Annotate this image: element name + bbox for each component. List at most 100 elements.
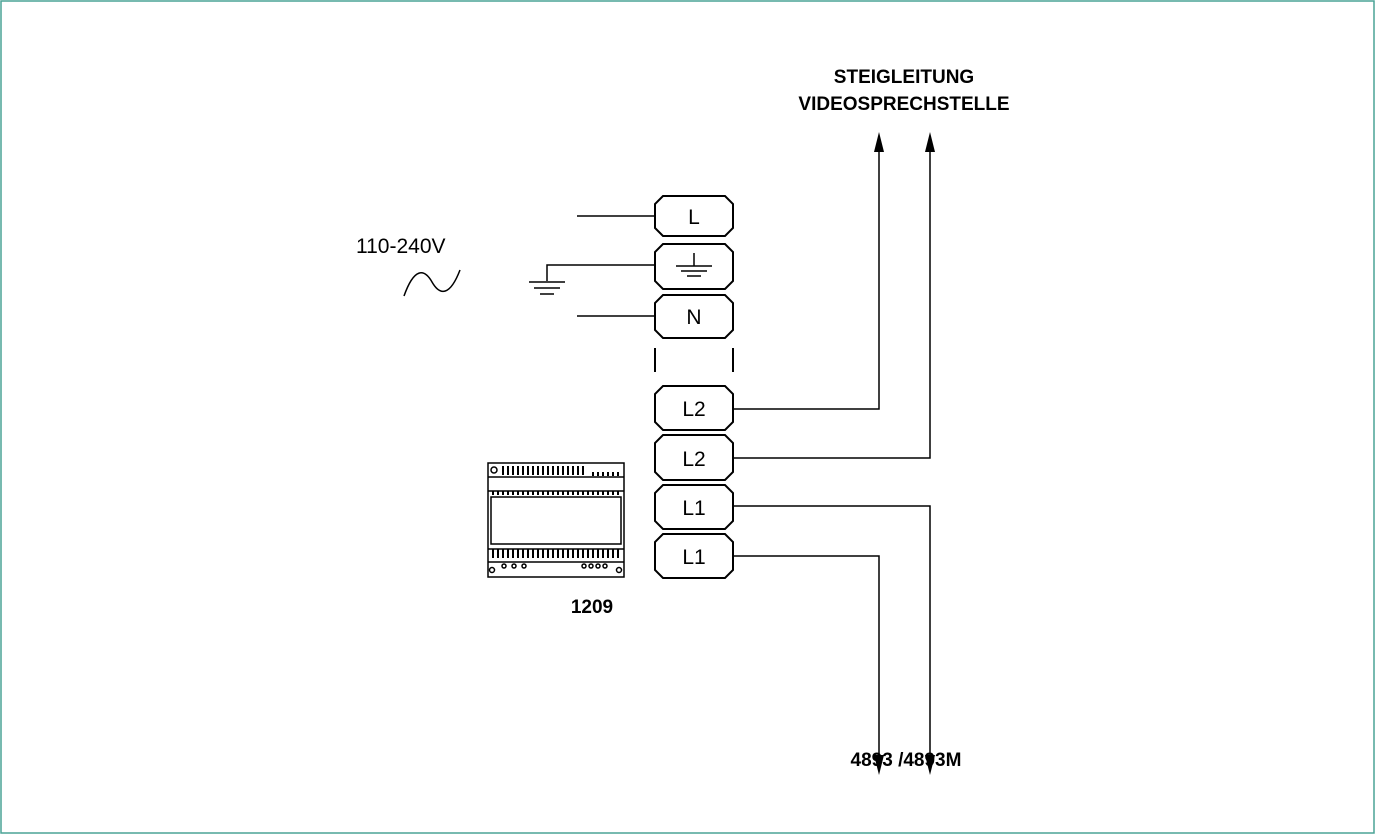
device-pin — [562, 549, 564, 553]
arrow-up-icon — [874, 132, 884, 152]
device-pin — [572, 491, 574, 495]
device-pin — [612, 553, 614, 558]
ac-sine-icon — [403, 269, 461, 297]
device-label: 1209 — [571, 597, 613, 618]
device-pin — [582, 549, 584, 553]
device-pin — [597, 553, 599, 558]
device-pin — [517, 553, 519, 558]
device-pin — [512, 466, 514, 475]
device-pin — [492, 553, 494, 558]
device-terminal-pins — [492, 466, 619, 558]
device-pin — [607, 491, 609, 495]
terminal-label-L1-a: L1 — [682, 497, 705, 520]
device-pin — [537, 491, 539, 495]
device-pin — [617, 549, 619, 553]
device-pin — [552, 549, 554, 553]
device-pin — [507, 553, 509, 558]
device-pin — [557, 466, 559, 475]
device-pin — [552, 491, 554, 495]
device-pin — [592, 549, 594, 553]
top-label-line2: VIDEOSPRECHSTELLE — [798, 94, 1009, 115]
terminal-L — [654, 195, 734, 237]
device-pin — [542, 553, 544, 558]
device-pin — [597, 549, 599, 553]
arrow-up-icon — [925, 132, 935, 152]
device-pin — [562, 553, 564, 558]
device-pin — [532, 491, 534, 495]
device-pin — [527, 553, 529, 558]
device-pin — [577, 491, 579, 495]
device-pin — [572, 553, 574, 558]
device-pin — [607, 549, 609, 553]
device-pin — [587, 553, 589, 558]
device-pin — [507, 491, 509, 495]
device-pin — [577, 466, 579, 475]
device-pin — [547, 491, 549, 495]
device-pin — [512, 553, 514, 558]
device-pin — [582, 553, 584, 558]
wire-earth-input — [546, 264, 655, 281]
device-pin — [502, 549, 504, 553]
device-pin — [492, 491, 494, 495]
device-pin — [617, 491, 619, 495]
arrow-down-icon — [874, 755, 884, 775]
device-pin — [562, 491, 564, 495]
device-pin — [527, 491, 529, 495]
device-pin — [617, 553, 619, 558]
device-pin — [522, 491, 524, 495]
device-pin — [522, 549, 524, 553]
ground-symbol-icon — [529, 281, 565, 295]
device-pin — [567, 491, 569, 495]
device-pin — [502, 553, 504, 558]
device-pin — [507, 549, 509, 553]
device-pin — [512, 491, 514, 495]
device-pin — [572, 466, 574, 475]
voltage-label: 110-240V — [356, 235, 446, 258]
device-pin — [542, 491, 544, 495]
device-pin — [527, 466, 529, 475]
device-pin — [547, 466, 549, 475]
device-pin — [537, 553, 539, 558]
wire-L1-a-down — [733, 505, 931, 760]
device-pin — [517, 491, 519, 495]
device-pin — [557, 491, 559, 495]
device-pin — [537, 549, 539, 553]
device-pin — [492, 549, 494, 553]
device-pin — [612, 472, 614, 476]
device-pin — [547, 553, 549, 558]
device-pin — [542, 549, 544, 553]
device-pin — [602, 553, 604, 558]
device-pin — [532, 549, 534, 553]
device-pin — [612, 491, 614, 495]
device-pin — [577, 549, 579, 553]
terminal-L2-a — [654, 385, 734, 431]
terminal-label-L: L — [688, 206, 700, 229]
device-pin — [527, 549, 529, 553]
terminal-label-N: N — [686, 306, 701, 329]
device-pin — [607, 472, 609, 476]
terminal-label-L2-b: L2 — [682, 448, 705, 471]
terminal-N — [654, 294, 734, 339]
device-pin — [577, 553, 579, 558]
wire-L2-b-riser — [733, 144, 931, 459]
device-pin — [612, 549, 614, 553]
device-pin — [502, 466, 504, 475]
device-pin — [522, 466, 524, 475]
device-pin — [617, 472, 619, 476]
device-pin — [572, 549, 574, 553]
terminal-L2-b — [654, 434, 734, 481]
device-pin — [507, 466, 509, 475]
device-pin — [532, 553, 534, 558]
bottom-label: 4893 /4893M — [851, 750, 962, 771]
device-pin — [557, 549, 559, 553]
terminal-label-L1-b: L1 — [682, 546, 705, 569]
arrow-down-icon — [925, 755, 935, 775]
device-pin — [592, 472, 594, 476]
terminal-L1-b — [654, 533, 734, 579]
device-pin — [522, 553, 524, 558]
device-pin — [592, 491, 594, 495]
device-pin — [562, 466, 564, 475]
device-pin — [587, 491, 589, 495]
device-pin — [597, 472, 599, 476]
